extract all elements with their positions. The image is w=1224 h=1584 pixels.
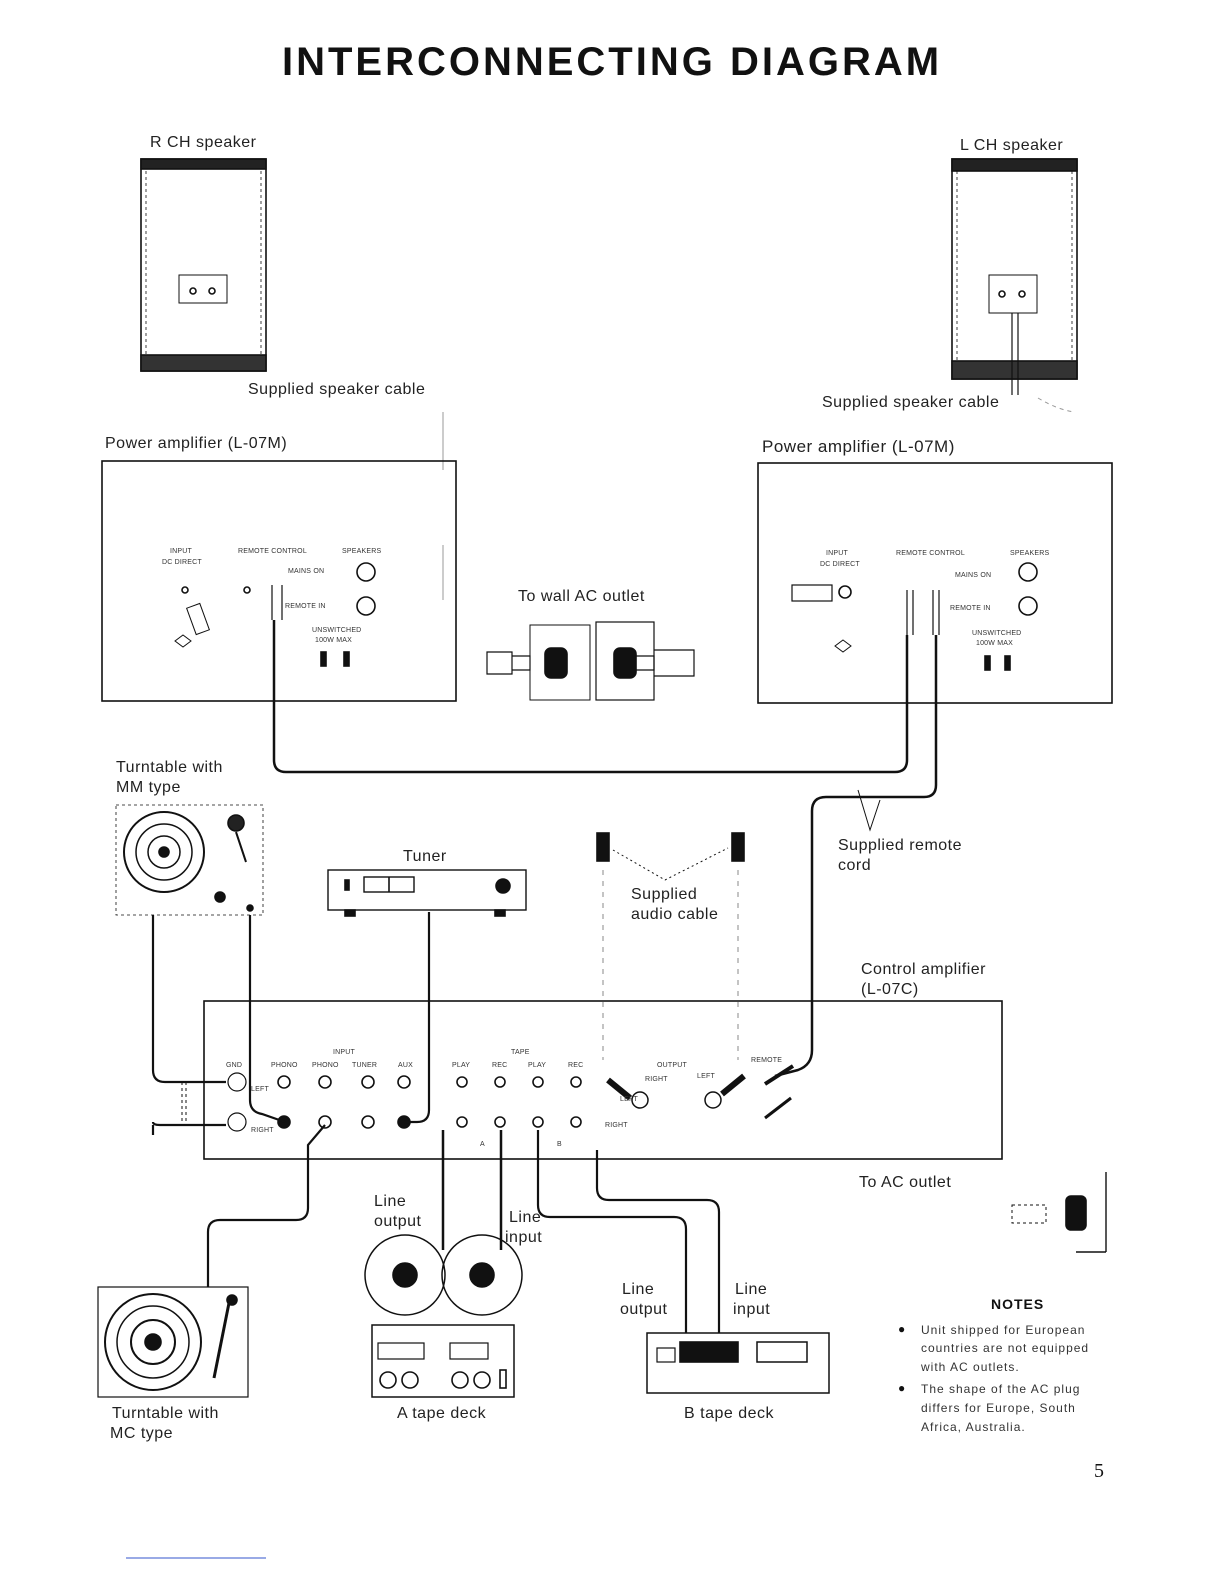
turntable-mm-label-1: Turntable with [116, 759, 223, 776]
pa-left-speakers: SPEAKERS [342, 548, 382, 555]
pa-right-input: INPUT [826, 550, 848, 557]
pa-left-remote-in: REMOTE IN [285, 603, 326, 610]
ca-remote: REMOTE [751, 1057, 783, 1064]
tape-b-line-input-1: Line [735, 1281, 768, 1298]
ca-right1: RIGHT [251, 1127, 274, 1134]
turntable-mm [115, 804, 264, 916]
pa-right-unswitched: UNSWITCHED [972, 630, 1022, 637]
tape-a-line-input-1: Line [509, 1209, 542, 1226]
control-amplifier-panel [203, 1000, 1003, 1160]
pa-right-max: 100W MAX [976, 640, 1013, 647]
ca-left1: LEFT [251, 1086, 269, 1093]
speaker-cable-label-right: Supplied speaker cable [822, 394, 1000, 411]
a-tape-deck [364, 1234, 523, 1398]
ca-phono2: PHONO [312, 1062, 339, 1069]
tape-a-line-output-1: Line [374, 1193, 407, 1210]
ca-tuner: TUNER [352, 1062, 378, 1069]
speaker-cable-label-left: Supplied speaker cable [248, 381, 426, 398]
ca-right3: RIGHT [605, 1122, 628, 1129]
pa-left-mains-on: MAINS ON [288, 568, 325, 575]
pa-right-dc-direct: DC DIRECT [820, 561, 860, 568]
tape-a-label: A tape deck [397, 1405, 487, 1422]
note-1-line-3: with AC outlets. [921, 1360, 1020, 1374]
ca-aux: AUX [398, 1062, 413, 1069]
note-2-line-2: differs for Europe, South [921, 1401, 1076, 1415]
tuner-label: Tuner [403, 848, 447, 865]
ca-tape: TAPE [511, 1049, 530, 1056]
tape-b-line-output-2: output [620, 1301, 668, 1318]
note-1-line-2: countries are not equipped [921, 1341, 1090, 1355]
tape-a-line-output-2: output [374, 1213, 422, 1230]
note-1-line-1: Unit shipped for European [921, 1323, 1086, 1337]
wall-ac-outlet [486, 621, 695, 701]
pa-right-remote-in: REMOTE IN [950, 605, 991, 612]
note-2-line-3: Africa, Australia. [921, 1420, 1026, 1434]
control-amp-label-1: Control amplifier [861, 961, 986, 978]
power-amp-left-label: Power amplifier (L-07M) [105, 435, 288, 452]
ca-right2: RIGHT [645, 1076, 668, 1083]
pa-right-speakers: SPEAKERS [1010, 550, 1050, 557]
pa-left-max: 100W MAX [315, 637, 352, 644]
turntable-mm-label-2: MM type [116, 779, 181, 796]
notes-heading: NOTES [991, 1296, 1045, 1312]
tape-b-label: B tape deck [684, 1405, 774, 1422]
turntable-mc [97, 1286, 249, 1398]
tape-b-line-input-2: input [733, 1301, 771, 1318]
ca-rec-a: REC [492, 1062, 508, 1069]
note-bullet-1: ● [898, 1322, 906, 1336]
audio-cable-label-1: Supplied [631, 886, 698, 903]
ca-rec-b: REC [568, 1062, 584, 1069]
ca-phono1: PHONO [271, 1062, 298, 1069]
r-ch-speaker [140, 158, 267, 372]
ca-play-b: PLAY [528, 1062, 547, 1069]
wall-outlet-label: To wall AC outlet [518, 588, 645, 605]
r-ch-speaker-label: R CH speaker [150, 134, 257, 151]
power-amp-right-label: Power amplifier (L-07M) [762, 437, 955, 456]
ca-input: INPUT [333, 1049, 355, 1056]
l-ch-speaker-label: L CH speaker [960, 137, 1064, 154]
pa-left-remote-control: REMOTE CONTROL [238, 548, 307, 555]
l-ch-speaker [951, 158, 1078, 395]
page-number: 5 [1094, 1460, 1104, 1482]
ca-left3: LEFT [697, 1073, 715, 1080]
tape-a-line-input-2: input [505, 1229, 543, 1246]
ca-left2: LEFT [620, 1096, 638, 1103]
pa-left-input: INPUT [170, 548, 192, 555]
ac-outlet-label: To AC outlet [859, 1174, 952, 1191]
pa-right-remote-control: REMOTE CONTROL [896, 550, 965, 557]
power-amp-left-panel [101, 460, 457, 702]
note-2-line-1: The shape of the AC plug [921, 1382, 1081, 1396]
ca-b: B [557, 1141, 562, 1148]
control-amp-label-2: (L-07C) [861, 981, 919, 998]
remote-cord-label-1: Supplied remote [838, 837, 963, 854]
remote-cord-label-2: cord [838, 857, 872, 874]
ca-gnd: GND [226, 1062, 243, 1069]
page-title: INTERCONNECTING DIAGRAM [281, 40, 943, 84]
tuner-unit [327, 869, 527, 917]
pa-left-unswitched: UNSWITCHED [312, 627, 362, 634]
ca-play-a: PLAY [452, 1062, 471, 1069]
ca-output: OUTPUT [657, 1062, 687, 1069]
note-bullet-2: ● [898, 1381, 906, 1395]
pa-left-dc-direct: DC DIRECT [162, 559, 202, 566]
b-tape-deck [646, 1332, 830, 1394]
ac-outlet [1011, 1172, 1107, 1253]
audio-cable-label-2: audio cable [631, 906, 719, 923]
tape-b-line-output-1: Line [622, 1281, 655, 1298]
ca-a: A [480, 1141, 485, 1148]
turntable-mc-label-2: MC type [110, 1425, 174, 1442]
turntable-mc-label-1: Turntable with [112, 1405, 219, 1422]
pa-right-mains-on: MAINS ON [955, 572, 992, 579]
